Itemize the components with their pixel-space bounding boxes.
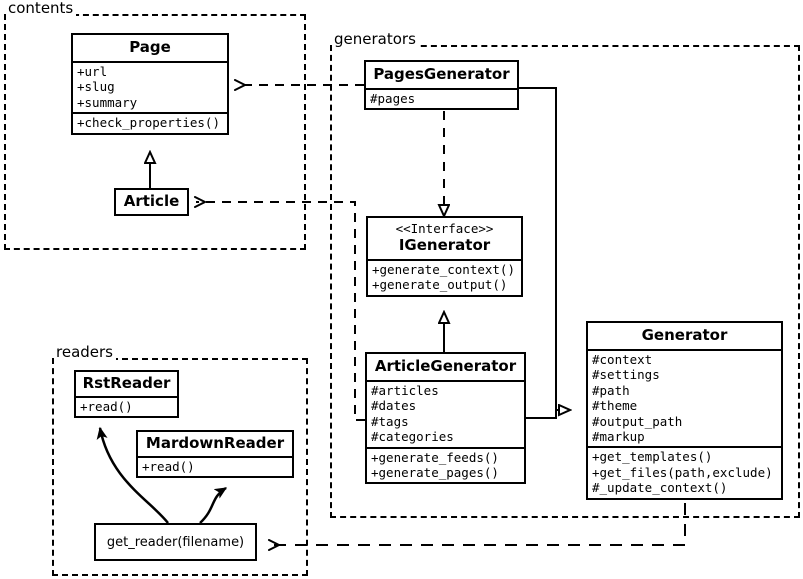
- operation: +generate_output(): [372, 277, 508, 293]
- attribute: +summary: [77, 94, 138, 110]
- edge-get-reader-returns-rstreader: [100, 428, 169, 524]
- class-generator-operations: +get_templates() +get_files(path,exclude…: [588, 446, 781, 497]
- class-article-generator-operations: +generate_feeds() +generate_pages(): [367, 446, 524, 483]
- class-igenerator-stereotype: <<Interface>>: [395, 221, 494, 236]
- operation: +check_properties(): [77, 115, 220, 131]
- node-get-reader[interactable]: get_reader(filename): [94, 523, 257, 561]
- class-article-generator[interactable]: ArticleGenerator #articles #dates #tags …: [365, 352, 526, 485]
- attribute: #context: [592, 352, 653, 367]
- edge-pagesgenerator-extends-generator: [519, 87, 570, 410]
- attribute: #tags: [371, 413, 409, 429]
- edge-articlegenerator-extends-generator: [526, 410, 557, 419]
- class-page-name: Page: [129, 38, 171, 56]
- operation: +read(): [80, 399, 133, 414]
- attribute: #pages: [370, 91, 416, 106]
- class-igenerator[interactable]: <<Interface>> IGenerator +generate_conte…: [366, 216, 523, 297]
- operation: +get_templates(): [592, 449, 713, 465]
- package-readers: [52, 358, 308, 576]
- class-rst-reader-operations: +read(): [76, 396, 177, 416]
- class-page[interactable]: Page +url +slug +summary +check_properti…: [71, 33, 229, 135]
- class-mardown-reader[interactable]: MardownReader +read(): [136, 430, 294, 479]
- edge-get-reader-returns-mardownreader: [199, 486, 226, 524]
- package-contents-label: contents: [6, 0, 77, 16]
- class-generator-name: Generator: [641, 326, 728, 344]
- class-igenerator-name: <<Interface>> IGenerator: [368, 218, 521, 259]
- operation: +generate_context(): [372, 262, 515, 277]
- attribute: +url: [77, 64, 108, 79]
- class-rst-reader[interactable]: RstReader +read(): [74, 370, 179, 419]
- package-contents: [4, 14, 306, 250]
- class-article-generator-attributes: #articles #dates #tags #categories: [367, 380, 524, 447]
- class-igenerator-operations: +generate_context() +generate_output(): [368, 259, 521, 295]
- operation: +get_files(path,exclude): [592, 464, 773, 480]
- package-readers-label: readers: [54, 344, 116, 360]
- operation: +generate_feeds(): [371, 449, 499, 465]
- class-article[interactable]: Article: [114, 188, 189, 216]
- edge-articlegenerator-uses-article: [194, 196, 365, 421]
- node-get-reader-label: get_reader(filename): [106, 534, 245, 550]
- class-pages-generator-attributes: #pages: [366, 88, 517, 108]
- package-generators-label: generators: [332, 31, 419, 47]
- class-page-attributes: +url +slug +summary: [73, 61, 227, 112]
- attribute: #theme: [592, 398, 638, 414]
- attribute: #settings: [592, 367, 660, 383]
- attribute: +slug: [77, 79, 115, 95]
- operation: #_update_context(): [592, 480, 728, 496]
- class-article-generator-name: ArticleGenerator: [374, 357, 517, 375]
- class-page-operations: +check_properties(): [73, 112, 227, 132]
- attribute: #path: [592, 382, 630, 398]
- class-mardown-reader-operations: +read(): [138, 456, 292, 476]
- class-igenerator-title: IGenerator: [398, 236, 491, 254]
- class-generator[interactable]: Generator #context #settings #path #them…: [586, 321, 783, 500]
- class-article-name: Article: [123, 192, 180, 210]
- class-mardown-reader-name: MardownReader: [145, 434, 285, 452]
- attribute: #markup: [592, 429, 645, 445]
- operation: +generate_pages(): [371, 465, 499, 481]
- class-generator-attributes: #context #settings #path #theme #output_…: [588, 349, 781, 446]
- attribute: #articles: [371, 383, 439, 398]
- edge-generator-uses-get-reader: [268, 503, 686, 551]
- package-generators: [330, 45, 800, 518]
- class-pages-generator[interactable]: PagesGenerator #pages: [364, 60, 519, 111]
- attribute: #output_path: [592, 413, 683, 429]
- operation: +read(): [142, 459, 195, 474]
- class-pages-generator-name: PagesGenerator: [373, 65, 510, 83]
- class-rst-reader-name: RstReader: [82, 374, 171, 392]
- attribute: #categories: [371, 429, 454, 445]
- attribute: #dates: [371, 398, 417, 414]
